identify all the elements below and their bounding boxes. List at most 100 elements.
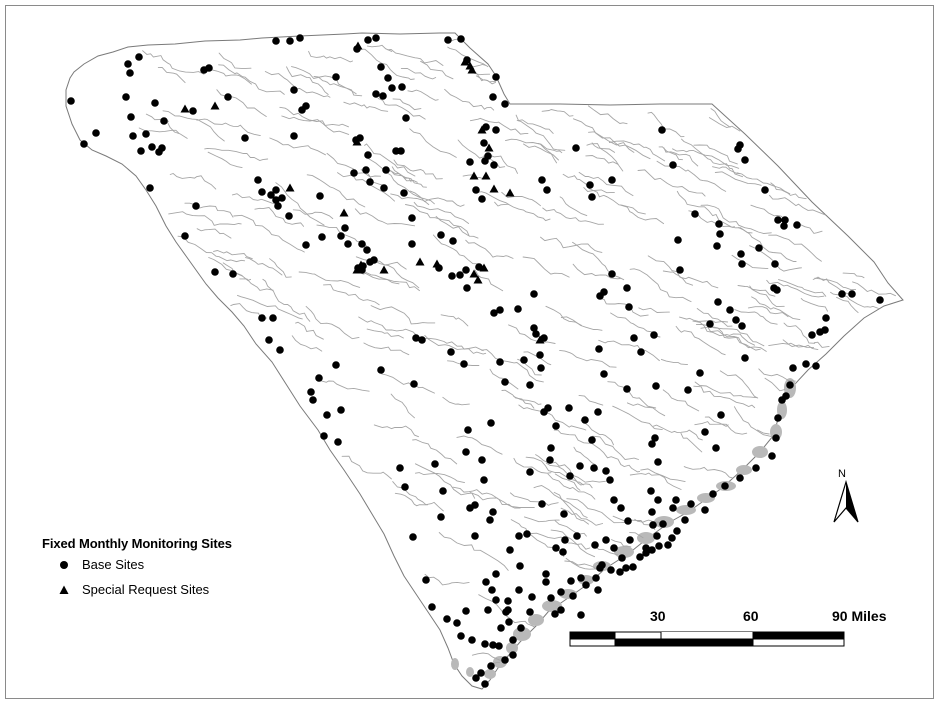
river-segment (572, 263, 621, 280)
base-site-marker (382, 166, 390, 174)
base-site-marker (496, 306, 504, 314)
base-site-marker (495, 642, 503, 650)
base-site-marker (607, 566, 615, 574)
marsh-area (542, 600, 562, 612)
base-site-marker (460, 360, 468, 368)
river-segment (693, 144, 738, 165)
base-site-marker (526, 381, 534, 389)
base-site-marker (189, 107, 197, 115)
base-site-marker (714, 298, 722, 306)
triangle-icon (59, 585, 69, 594)
base-site-marker (547, 444, 555, 452)
marsh-area (466, 667, 474, 677)
base-site-marker (501, 378, 509, 386)
river-segment (583, 187, 615, 194)
river-segment (359, 269, 400, 285)
base-site-marker (456, 271, 464, 279)
base-site-marker (654, 458, 662, 466)
base-site-marker (537, 364, 545, 372)
base-site-marker (577, 611, 585, 619)
river-segment (749, 245, 802, 272)
river-segment (553, 491, 588, 518)
river-segment (518, 404, 587, 431)
base-site-marker (285, 212, 293, 220)
base-site-marker (636, 553, 644, 561)
river-segment (712, 166, 741, 175)
base-site-marker (309, 396, 317, 404)
base-site-marker (274, 202, 282, 210)
base-site-marker (492, 126, 500, 134)
base-site-marker (318, 233, 326, 241)
base-site-marker (687, 500, 695, 508)
river-segment (184, 202, 234, 218)
river-segment (341, 455, 392, 480)
river-segment (409, 190, 465, 207)
river-segment (757, 429, 770, 435)
river-segment (366, 44, 393, 52)
base-site-marker (464, 426, 472, 434)
base-site-marker (561, 536, 569, 544)
river-segment (769, 194, 826, 216)
river-segment (782, 339, 815, 348)
marsh-area (513, 627, 531, 641)
base-site-marker (431, 460, 439, 468)
scale-bar (569, 631, 845, 647)
river-segment (842, 272, 865, 279)
base-site-marker (552, 544, 560, 552)
base-site-marker (595, 345, 603, 353)
base-site-marker (624, 517, 632, 525)
river-segment (562, 173, 608, 198)
river-segment (629, 532, 644, 539)
base-site-marker (651, 434, 659, 442)
river-segment (814, 277, 857, 291)
river-segment (231, 193, 278, 205)
river-segment (595, 546, 619, 556)
river-segment (580, 419, 614, 446)
base-site-marker (478, 195, 486, 203)
base-site-marker (616, 568, 624, 576)
base-site-marker (648, 508, 656, 516)
base-site-marker (654, 496, 662, 504)
river-segment (660, 358, 688, 366)
base-site-marker (447, 348, 455, 356)
special-request-site-marker (467, 65, 477, 74)
base-site-marker (774, 216, 782, 224)
river-segment (378, 370, 435, 394)
base-site-marker (337, 232, 345, 240)
river-segment (420, 60, 454, 80)
legend-label-special-request-sites: Special Request Sites (82, 582, 210, 597)
river-segment (337, 172, 395, 202)
base-site-marker (773, 286, 781, 294)
river-segment (432, 234, 482, 265)
base-site-marker (192, 202, 200, 210)
base-site-marker (497, 624, 505, 632)
river-segment (501, 191, 541, 207)
river-network (138, 38, 896, 664)
base-site-marker (741, 156, 749, 164)
river-segment (343, 101, 389, 112)
river-segment (770, 182, 807, 200)
river-segment (683, 466, 734, 479)
river-segment (696, 308, 733, 327)
base-site-marker (588, 436, 596, 444)
river-segment (424, 335, 487, 355)
river-segment (412, 439, 458, 465)
river-segment (364, 271, 420, 292)
marsh-area (777, 401, 787, 419)
base-site-marker (709, 490, 717, 498)
base-site-marker (468, 636, 476, 644)
base-site-marker (577, 574, 585, 582)
special-request-sites-layer (180, 41, 545, 344)
marsh-area (484, 669, 496, 679)
base-site-marker (484, 606, 492, 614)
river-segment (509, 492, 559, 506)
base-site-marker (648, 546, 656, 554)
base-site-marker (696, 369, 704, 377)
base-site-marker (674, 236, 682, 244)
base-site-marker (600, 288, 608, 296)
base-site-marker (296, 34, 304, 42)
river-segment (783, 322, 816, 344)
river-segment (354, 208, 416, 227)
base-site-marker (490, 309, 498, 317)
river-segment (390, 393, 415, 419)
